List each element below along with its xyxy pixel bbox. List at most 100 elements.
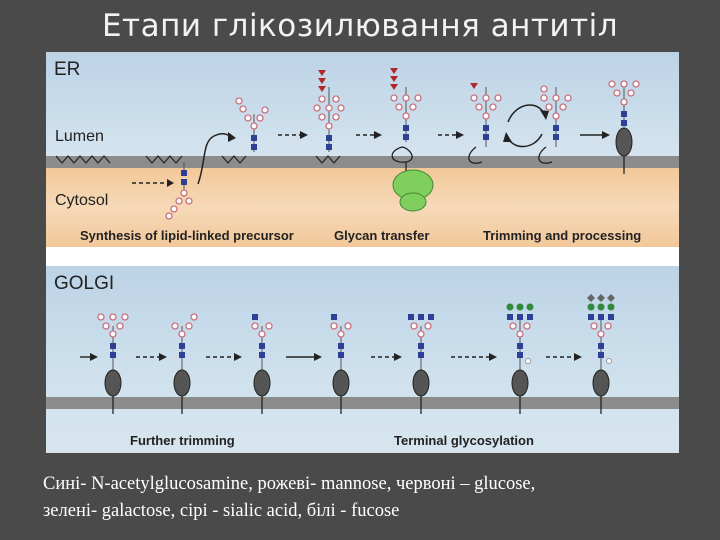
mannose-icon (390, 94, 398, 102)
glcnac-icon (608, 314, 614, 320)
glcnac-icon (179, 352, 185, 358)
golgi-step-5 (408, 314, 434, 414)
legend-line-1: Сині- N-acetylglucosamine, рожеві- manno… (43, 474, 536, 494)
mannose-icon (318, 95, 326, 103)
mannose-icon (489, 103, 497, 111)
glcnac-icon (403, 125, 409, 131)
slide-title: Етапи глікозилювання антитіл (101, 8, 619, 44)
mannose-icon (97, 313, 105, 321)
glcnac-icon (418, 314, 424, 320)
glcnac-icon (403, 134, 409, 140)
er-pathway-art (55, 68, 640, 220)
sialic-acid-icon (607, 294, 615, 302)
mannose-icon (235, 97, 243, 105)
mannose-icon (632, 80, 640, 88)
galactose-icon (506, 303, 514, 311)
caption-trimming: Trimming and processing (483, 228, 642, 243)
glcnac-icon (517, 343, 523, 349)
glcnac-icon (598, 314, 604, 320)
glcnac-icon (179, 343, 185, 349)
mannose-icon (244, 114, 252, 122)
folded-glycoprotein (608, 80, 640, 174)
caption-further-trimming: Further trimming (130, 433, 235, 448)
galactose-icon (516, 303, 524, 311)
mannose-icon (337, 330, 345, 338)
mannose-icon (414, 94, 422, 102)
folded-protein (253, 369, 271, 397)
er-label: ER (54, 59, 81, 80)
folded-protein (173, 369, 191, 397)
glcnac-icon (553, 134, 559, 140)
glcnac-icon (517, 352, 523, 358)
cytosol-label: Cytosol (55, 192, 109, 209)
lipid-linked-precursor (235, 97, 269, 152)
glcnac-icon (588, 314, 594, 320)
glcnac-icon (598, 352, 604, 358)
glcnac-icon (598, 343, 604, 349)
golgi-step-4 (330, 314, 352, 414)
glucose-icon (390, 84, 398, 90)
arrow-head (300, 131, 308, 139)
mannose-icon (256, 114, 264, 122)
mannose-icon (116, 322, 124, 330)
mannose-icon (330, 322, 338, 330)
glucose-icon (390, 68, 398, 74)
sialic-acid-icon (587, 294, 595, 302)
arrow-head (602, 131, 610, 139)
glcnac-icon (418, 343, 424, 349)
mannose-icon (325, 122, 333, 130)
arrow-head (159, 353, 167, 361)
glcnac-icon (408, 314, 414, 320)
mannose-icon (620, 80, 628, 88)
mannose-icon (509, 322, 517, 330)
mannose-icon (402, 94, 410, 102)
fucose-icon (606, 358, 612, 364)
mannose-icon (417, 330, 425, 338)
glcnac-icon (621, 120, 627, 126)
mannose-icon (424, 322, 432, 330)
folded-protein (104, 369, 122, 397)
glcnac-icon (326, 135, 332, 141)
arrow-head (167, 179, 174, 187)
mannose-icon (325, 104, 333, 112)
sugar-legend: Сині- N-acetylglucosamine, рожеві- manno… (43, 471, 703, 525)
glycosylation-figure: ER Lumen Cytosol Synthesis of lipid-link… (46, 52, 679, 453)
glcnac-icon (418, 352, 424, 358)
folded-protein (592, 369, 610, 397)
mannose-icon (559, 103, 567, 111)
mannose-icon (402, 112, 410, 120)
glcnac-icon (428, 314, 434, 320)
mannose-icon (552, 94, 560, 102)
galactose-icon (587, 303, 595, 311)
glcnac-icon (110, 352, 116, 358)
mannose-icon (523, 322, 531, 330)
mannose-icon (608, 80, 616, 88)
mannose-icon (261, 106, 269, 114)
mannose-icon (318, 113, 326, 121)
mannose-icon (604, 322, 612, 330)
dolichol-lipid (315, 155, 341, 164)
galactose-icon (607, 303, 615, 311)
mannose-icon (410, 322, 418, 330)
mannose-icon (482, 94, 490, 102)
mannose-icon (482, 112, 490, 120)
glcnac-icon (251, 144, 257, 150)
mannose-icon (165, 212, 173, 220)
dolichol-lipid (145, 155, 183, 164)
arrow-head (489, 353, 497, 361)
golgi-step-1 (97, 313, 129, 414)
galactose-icon (526, 303, 534, 311)
folded-protein (511, 369, 529, 397)
trimmed-glycoprotein (538, 85, 572, 164)
glcnac-icon (338, 343, 344, 349)
mannose-icon (170, 205, 178, 213)
glucose-icon (318, 70, 326, 76)
mannose-icon (494, 94, 502, 102)
glcnac-icon (181, 170, 187, 176)
arrow-head (228, 132, 236, 142)
full-precursor (313, 70, 345, 152)
mannose-icon (564, 94, 572, 102)
mannose-icon (180, 189, 188, 197)
mannose-icon (613, 89, 621, 97)
glcnac-icon (527, 314, 533, 320)
